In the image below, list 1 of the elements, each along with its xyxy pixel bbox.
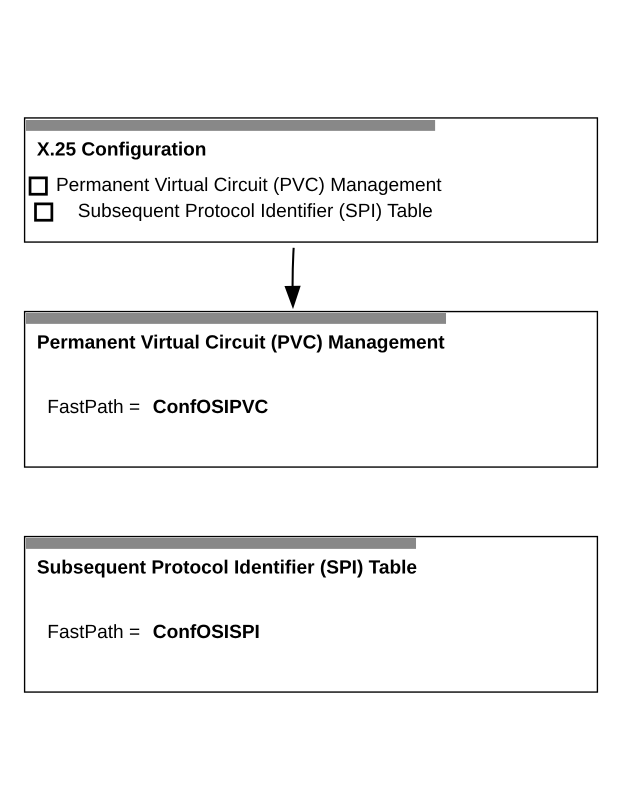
arrow: [284, 248, 301, 310]
